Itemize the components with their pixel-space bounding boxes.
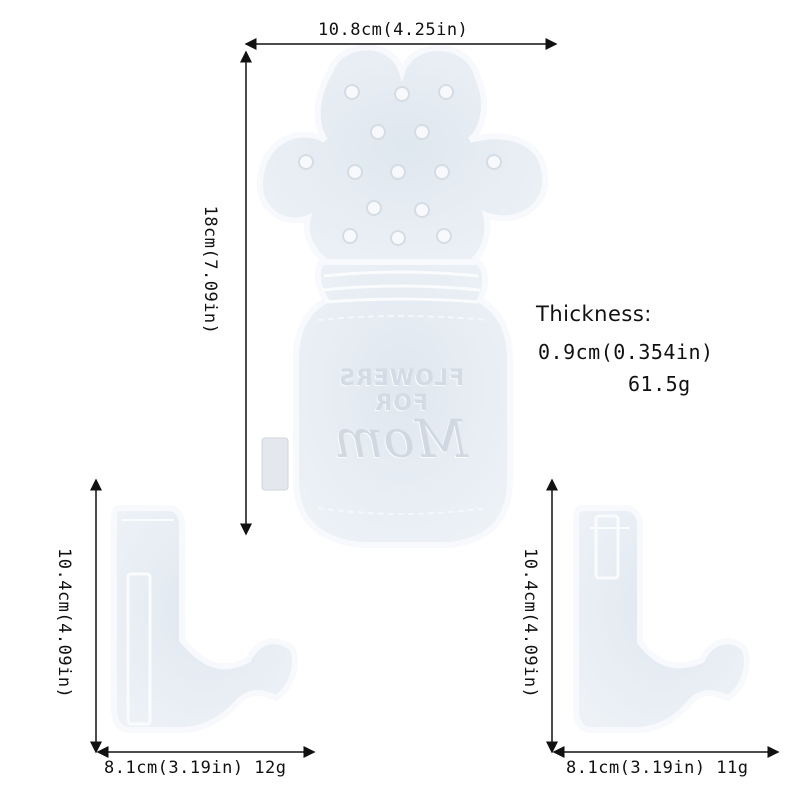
flower-jar-mold [257, 44, 549, 548]
right-stand-mold [573, 505, 750, 733]
right-stand-shape [573, 505, 750, 733]
right-stand-slot [594, 514, 620, 580]
main-width-label: 10.8cm(4.25in) [318, 20, 469, 40]
embossed-text-line2: Mom [334, 410, 468, 470]
main-height-label: 18cm(7.09in) [200, 205, 220, 335]
thickness-title: Thickness: [536, 302, 652, 326]
jar-rim [323, 270, 479, 278]
embossed-text-line1: FLOWERS FOR [337, 366, 465, 416]
thickness-value: 0.9cm(0.354in) [538, 340, 714, 364]
jar-bottom-line [317, 507, 489, 515]
jar-neck-line [325, 297, 479, 304]
mold-tab [261, 437, 289, 491]
left-stand-shape [111, 505, 298, 733]
left-stand-slot [126, 572, 152, 726]
right-stand-width-label: 8.1cm(3.19in) 11g [566, 758, 749, 778]
flower-dots [298, 84, 502, 246]
left-stand-width-label: 8.1cm(3.19in) 12g [104, 758, 287, 778]
mold-weight: 61.5g [628, 372, 691, 396]
jar-body [293, 259, 513, 548]
left-stand-mold [111, 505, 298, 733]
jar-shoulder-line [317, 315, 489, 321]
left-stand-height-label: 10.4cm(4.09in) [54, 548, 74, 699]
jar-rim-line [321, 284, 481, 292]
right-stand-height-label: 10.4cm(4.09in) [520, 548, 540, 699]
